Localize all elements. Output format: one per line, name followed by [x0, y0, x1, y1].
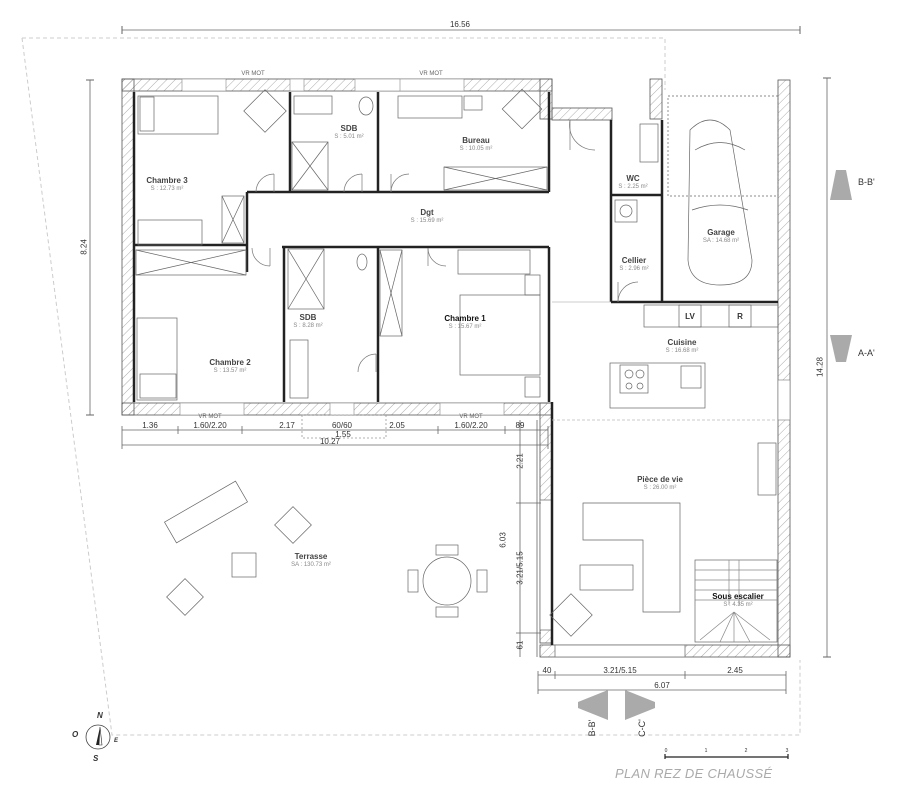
- room-name: SDB: [340, 124, 358, 133]
- room-name: WC: [626, 174, 640, 183]
- room-area: S : 2.25 m²: [618, 184, 648, 190]
- dim-bottom: 1.60/2.20: [454, 421, 488, 430]
- room-chambre-3: Chambre 3 S : 12.73 m²: [146, 176, 187, 192]
- dim-bottom: 1.60/2.20: [193, 421, 227, 430]
- room-area: S : 12.73 m²: [150, 186, 184, 192]
- scale-tick: 0: [664, 748, 668, 754]
- dim-living-bottom: 2.45: [727, 666, 743, 675]
- dim-living-bottom-total: 6.07: [654, 681, 670, 690]
- room-area: S : 15.67 m²: [448, 324, 482, 330]
- room-name: Cellier: [621, 256, 647, 265]
- room-name: Dgt: [420, 208, 434, 217]
- compass-east: E: [114, 738, 119, 744]
- room-name: Chambre 3: [146, 176, 188, 185]
- dim-bottom: 60/60: [331, 421, 353, 430]
- dim-bottom: 2.05: [389, 421, 405, 430]
- dim-bottom: 1.55: [335, 430, 351, 439]
- dim-left-height: 8.24: [79, 239, 89, 255]
- room-name: Sous escalier: [712, 592, 764, 601]
- room-bureau: Bureau S : 10.05 m²: [460, 136, 493, 152]
- room-name: Pièce de vie: [637, 475, 683, 484]
- room-name: Chambre 1: [444, 314, 486, 323]
- window-label: VR MOT: [459, 414, 483, 420]
- section-marker-b: B-B': [858, 177, 875, 187]
- dim-overall-width: 16.56: [449, 20, 471, 29]
- room-area: S : 15.69 m²: [410, 218, 444, 224]
- room-cuisine: Cuisine S : 16.68 m²: [666, 338, 699, 354]
- dim-living-bottom: 40: [542, 666, 552, 675]
- dim-living-bottom: 3.21/5.15: [603, 666, 637, 675]
- room-name: Bureau: [462, 136, 490, 145]
- room-area: S : 5.01 m²: [334, 134, 364, 140]
- room-area: S : 2.96 m²: [619, 266, 649, 272]
- scale-tick: 2: [744, 748, 748, 754]
- room-name: Chambre 2: [209, 358, 251, 367]
- compass-west: O: [72, 730, 79, 739]
- room-piece-de-vie: Pièce de vie S : 26.00 m²: [637, 475, 683, 491]
- window-label: VR MOT: [419, 71, 443, 77]
- room-dgt: Dgt S : 15.69 m²: [411, 208, 444, 224]
- dim-living-vertical-total: 6.03: [498, 532, 508, 548]
- room-garage: Garage SA : 14.68 m²: [703, 228, 739, 244]
- dim-right-height: 14.28: [815, 356, 825, 378]
- room-chambre-1: Chambre 1 S : 15.67 m²: [444, 314, 485, 330]
- compass-north: N: [97, 711, 103, 720]
- fridge-label: R: [737, 312, 743, 321]
- window-label: VR MOT: [198, 414, 222, 420]
- dim-living-vertical: 61: [515, 640, 525, 650]
- room-sdb-2: SDB S : 8.28 m²: [293, 313, 322, 329]
- compass-south: S: [93, 754, 99, 763]
- room-wc: WC S : 2.25 m²: [618, 174, 647, 190]
- room-area: S : 13.57 m²: [213, 368, 247, 374]
- room-area: S : 26.00 m²: [643, 485, 677, 491]
- window-label: VR MOT: [241, 71, 265, 77]
- room-name: Garage: [707, 228, 735, 237]
- room-terrasse: Terrasse SA : 130.73 m²: [291, 552, 331, 568]
- room-chambre-2: Chambre 2 S : 13.57 m²: [209, 358, 250, 374]
- room-area: S : 8.28 m²: [293, 323, 323, 329]
- dim-bottom: 89: [515, 421, 525, 430]
- plan-title: PLAN REZ DE CHAUSSÉ: [615, 766, 773, 781]
- section-marker-a: A-A': [858, 348, 875, 358]
- dim-living-vertical: 2.21: [515, 453, 525, 469]
- room-name: SDB: [299, 313, 317, 322]
- room-sdb-1: SDB S : 5.01 m²: [334, 124, 363, 140]
- room-area: S : 10.05 m²: [459, 146, 493, 152]
- room-area: SA : 14.68 m²: [702, 238, 740, 244]
- room-area: S : 16.68 m²: [665, 348, 699, 354]
- scale-tick: 1: [704, 748, 708, 754]
- room-name: Terrasse: [294, 552, 328, 561]
- room-cellier: Cellier S : 2.96 m²: [619, 256, 648, 272]
- section-marker-b-bottom: B-B': [587, 719, 597, 737]
- section-marker-c: C-C': [637, 719, 647, 737]
- dim-living-vertical: 3.21/5.15: [515, 551, 525, 585]
- laundry-label: LV: [685, 312, 695, 321]
- room-area: S : 4.35 m²: [723, 602, 753, 608]
- scale-tick: 3: [785, 748, 789, 754]
- dim-bottom: 2.17: [279, 421, 295, 430]
- room-area: SA : 130.73 m²: [291, 562, 331, 568]
- room-name: Cuisine: [667, 338, 697, 347]
- dim-bottom-total: 10.27: [319, 437, 341, 446]
- room-sous-escalier: Sous escalier S : 4.35 m²: [712, 592, 764, 608]
- dim-bottom: 1.36: [142, 421, 158, 430]
